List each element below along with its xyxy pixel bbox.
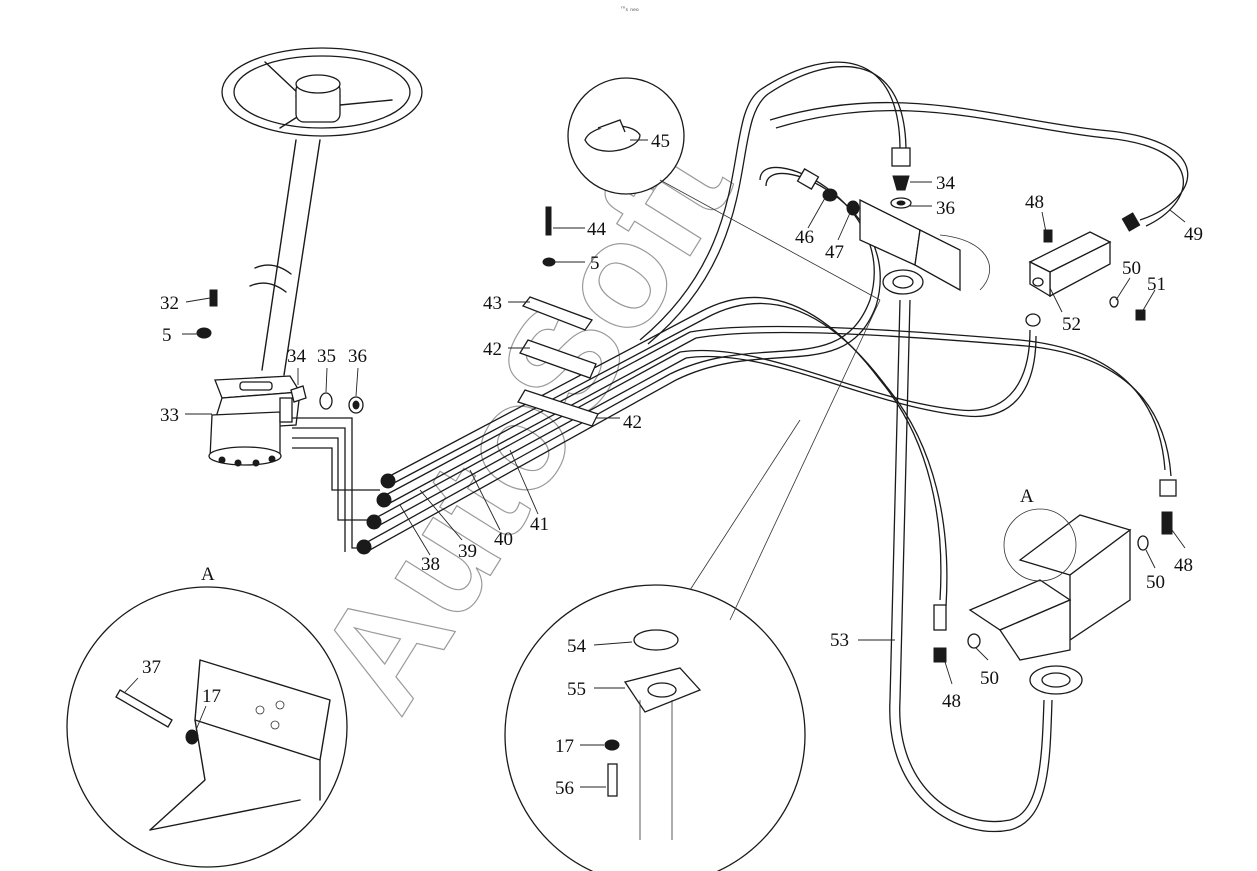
main-hoses [639,61,1189,833]
callout-42-upper: 42 [483,339,502,360]
svg-text:A: A [201,564,215,585]
callout-48-top: 48 [1025,192,1044,213]
callout-36: 36 [348,346,367,367]
callout-54: 54 [567,636,587,657]
callout-43: 43 [483,293,502,314]
callout-47: 47 [825,242,844,263]
callout-52: 52 [1062,314,1081,335]
hose-clamps [517,206,599,427]
callout-56: 56 [555,778,574,799]
callout-50-mid: 50 [980,668,999,689]
steering-wheel [221,47,423,137]
callout-34: 34 [287,346,307,367]
callout-5-upper: 5 [590,253,600,274]
callout-5: 5 [162,325,172,346]
callout-41: 41 [530,514,549,535]
callout-36-upper: 36 [936,198,955,219]
valve-block-52 [1025,212,1146,327]
callout-35: 35 [317,346,336,367]
callout-50-right: 50 [1146,572,1165,593]
leader-lines [124,139,1186,788]
callout-55: 55 [567,679,586,700]
callout-34-upper: 34 [936,173,956,194]
steering-column [249,139,321,376]
callout-50-top: 50 [1122,258,1141,279]
detail-flange-circle [504,299,881,871]
callout-42-lower: 42 [623,412,642,433]
callout-labels: 32 5 33 34 35 36 38 39 40 41 42 42 43 44… [142,131,1203,799]
clip-45-detail [567,77,881,301]
callout-45: 45 [651,131,670,152]
control-valve [933,479,1177,695]
callout-33: 33 [160,405,179,426]
callout-38: 38 [421,554,440,575]
fittings-left [196,289,364,414]
callout-17: 17 [555,736,574,757]
figure-caption: ᵐₛ ₙₑₒ [621,5,639,13]
callout-44: 44 [587,219,607,240]
callout-39: 39 [458,541,477,562]
callout-46: 46 [795,227,814,248]
detail-label-A-right: A [1020,486,1034,507]
callout-48-right: 48 [1174,555,1193,576]
steering-unit-33 [208,375,302,467]
callout-17-detail: 17 [202,686,221,707]
callout-51: 51 [1147,274,1166,295]
callout-48-bottom: 48 [942,691,961,712]
callout-37: 37 [142,657,161,678]
hose-bundle [292,311,707,555]
callout-53: 53 [830,630,849,651]
callout-32: 32 [160,293,179,314]
upper-fittings [796,147,990,295]
detail-A-circle: A [66,564,348,868]
callout-40: 40 [494,529,513,550]
callout-49: 49 [1184,224,1203,245]
